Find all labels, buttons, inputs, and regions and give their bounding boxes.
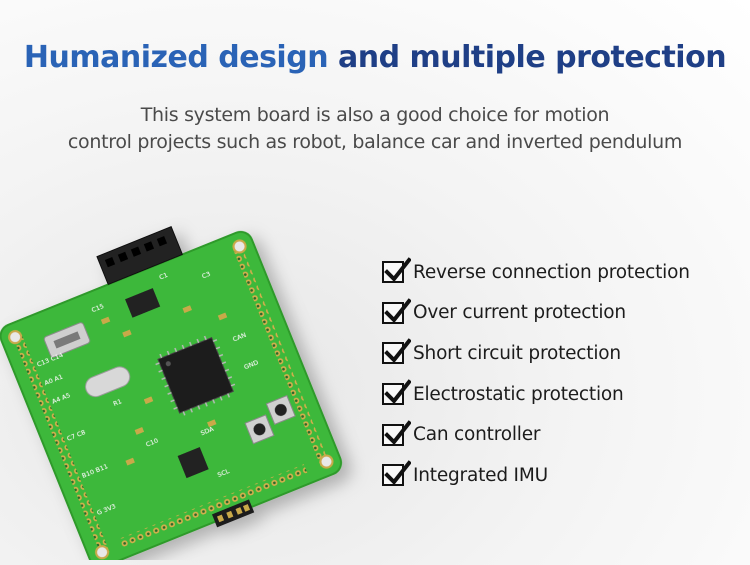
feature-item-short-circuit: Short circuit protection [382,333,690,374]
feature-item-integrated-imu: Integrated IMU [382,455,690,496]
checkbox-checked-icon [382,460,411,487]
feature-item-can-controller: Can controller [382,414,690,455]
subtitle-line-2: control projects such as robot, balance … [67,131,683,153]
feature-label: Short circuit protection [413,342,621,364]
feature-item-reverse-connection: Reverse connection protection [382,252,690,293]
feature-item-electrostatic: Electrostatic protection [382,374,690,415]
title-part-1: Humanized design [23,40,329,75]
voltage-regulator [124,288,161,318]
title-part-2: and multiple protection [338,40,727,75]
silkscreen-label: R1 [112,397,123,408]
page-title: Humanized design and multiple protection [0,40,750,75]
checkbox-checked-icon [382,419,411,446]
system-board-image: C13 C14 A0 A1 A4 A5 C7 C8 B10 B11 G 3V3 … [0,200,380,565]
checkbox-checked-icon [382,338,411,365]
crystal-oscillator-icon [85,366,131,398]
subtitle-line-1: This system board is also a good choice … [140,104,610,126]
silkscreen-label: C3 [201,270,212,281]
checkbox-checked-icon [382,379,411,406]
feature-list: Reverse connection protection Over curre… [382,252,690,496]
feature-label: Can controller [413,424,541,446]
checkbox-checked-icon [382,257,411,284]
checkbox-checked-icon [382,298,411,324]
silkscreen-label: C1 [158,271,169,282]
feature-label: Over current protection [413,302,626,324]
feature-item-over-current: Over current protection [382,293,690,334]
imu-chip [177,446,209,479]
feature-label: Electrostatic protection [413,383,624,405]
feature-label: Integrated IMU [413,464,548,486]
feature-label: Reverse connection protection [413,261,690,283]
microcontroller-chip-icon [157,336,235,414]
